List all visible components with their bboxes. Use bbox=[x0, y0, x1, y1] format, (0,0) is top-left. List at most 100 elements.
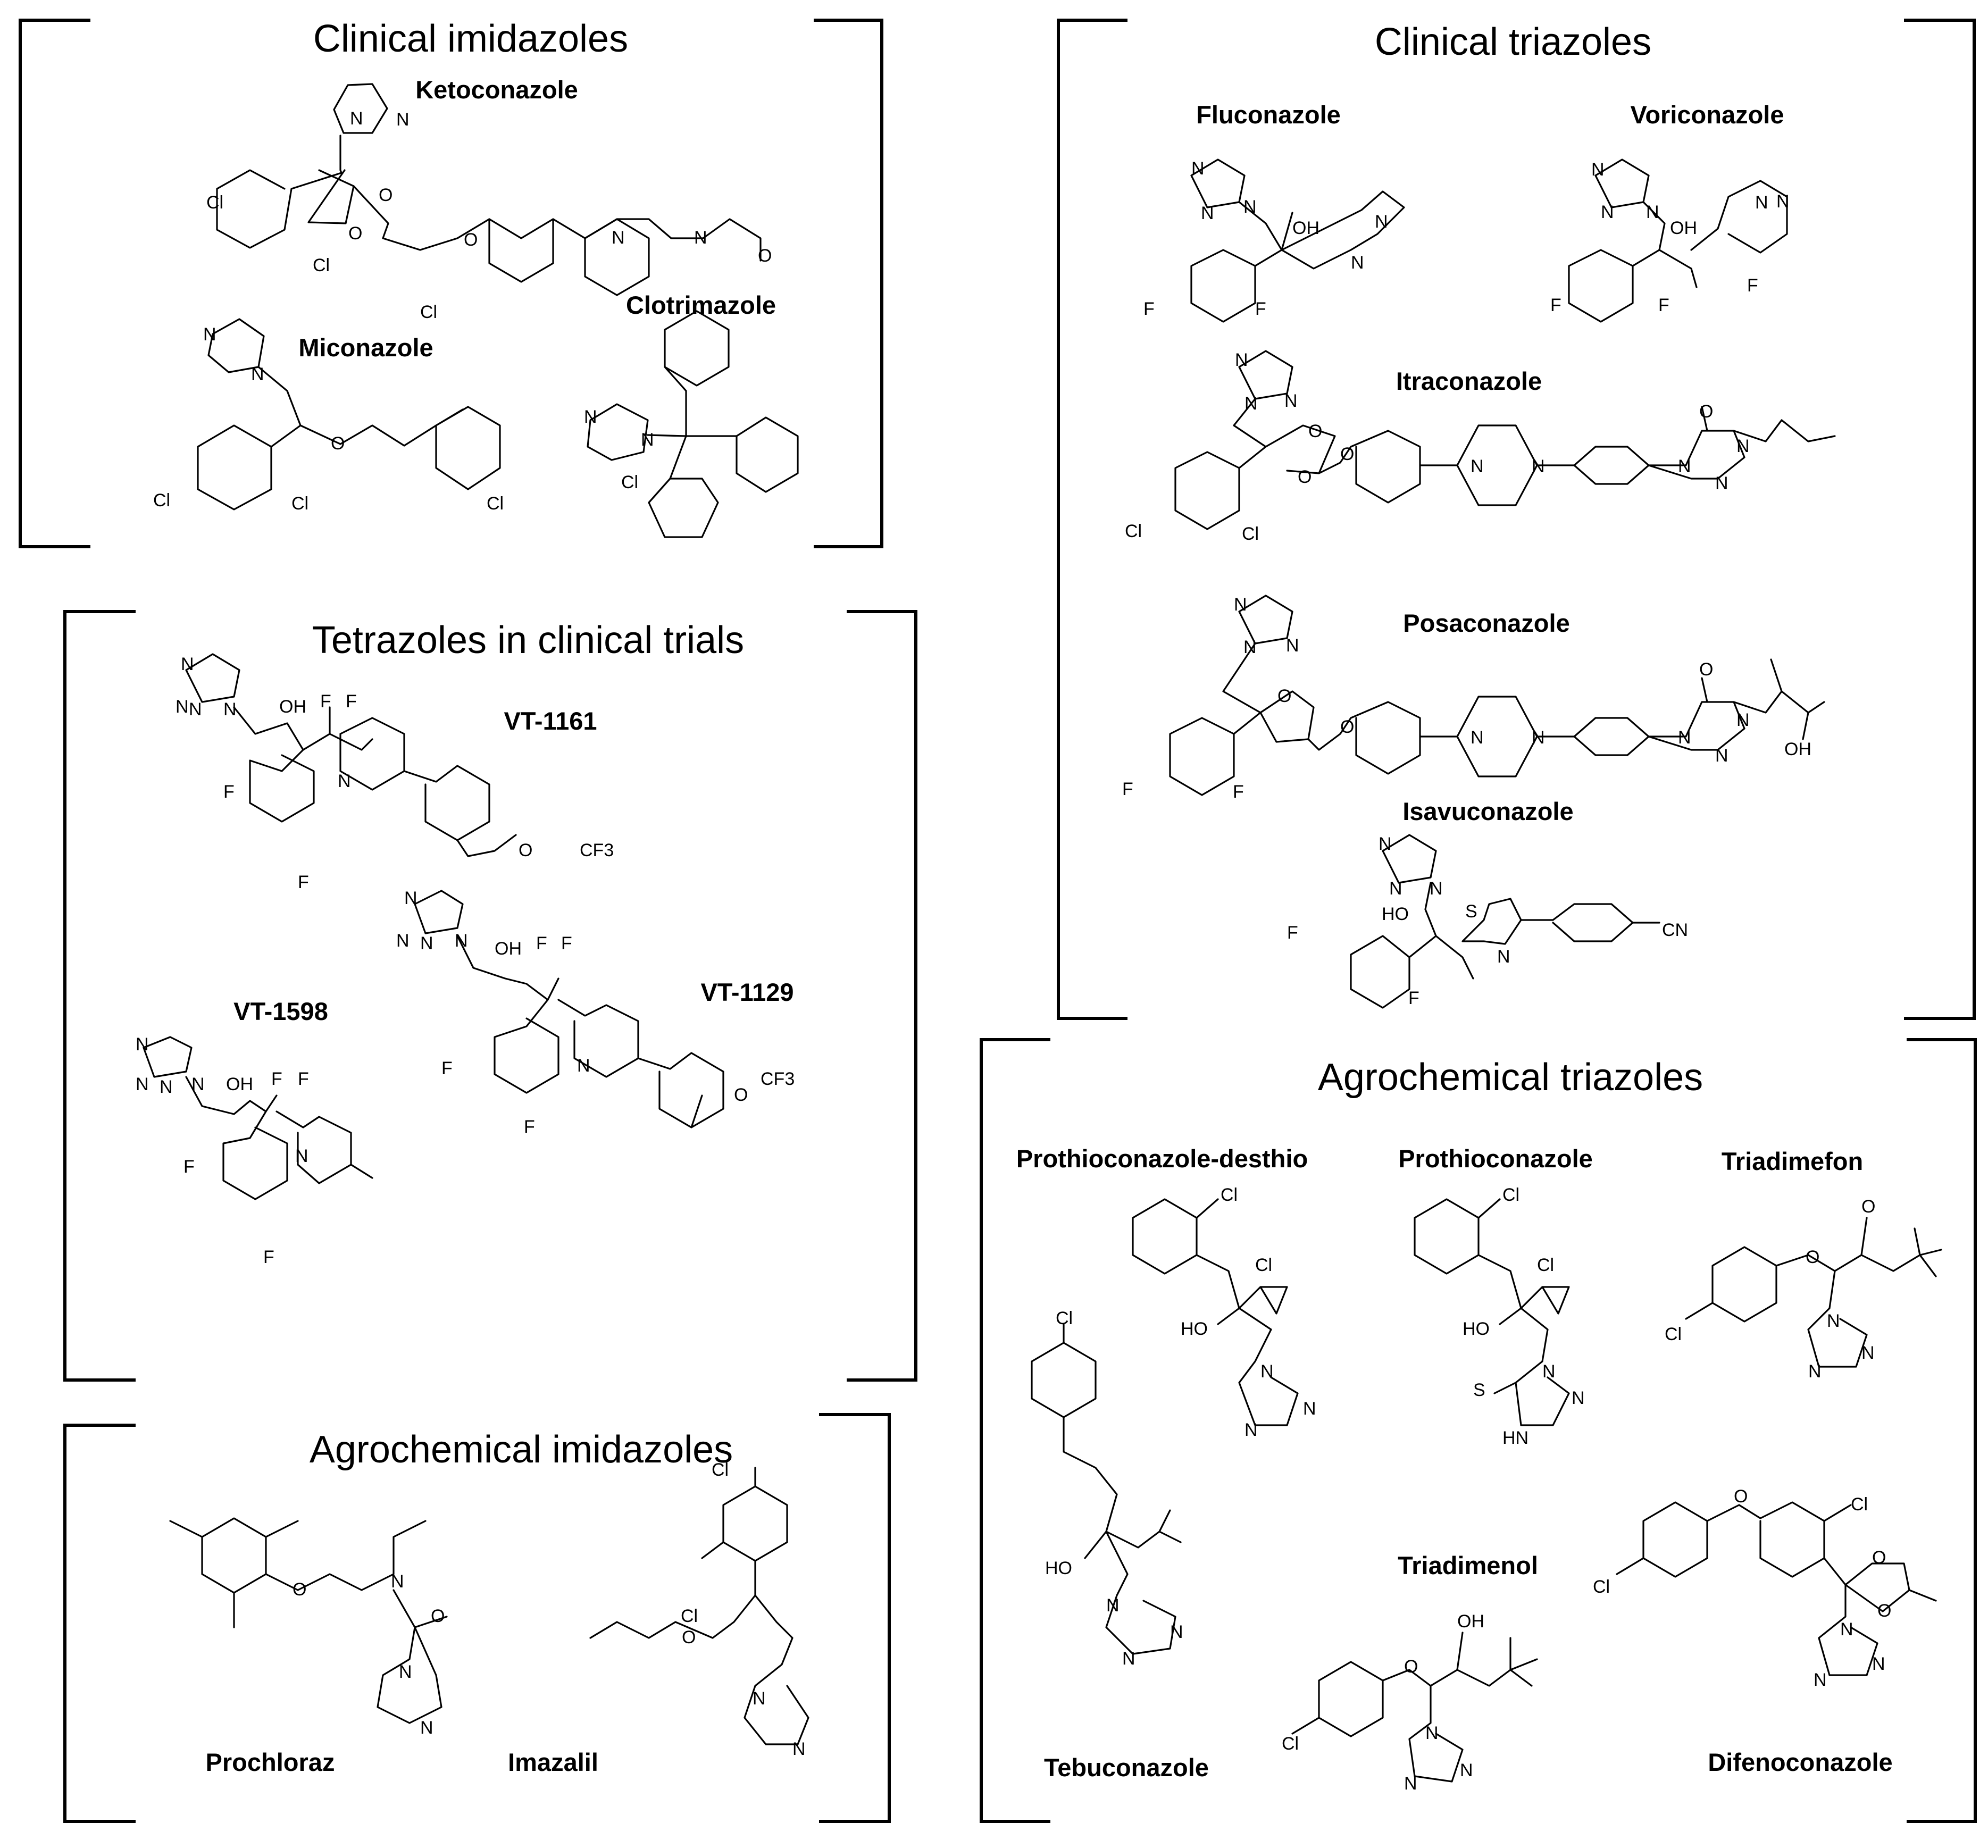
atom-label: N bbox=[181, 654, 194, 674]
structure-vt-1129 bbox=[414, 890, 724, 1128]
compound-name-posaconazole: Posaconazole bbox=[1403, 609, 1569, 637]
atom-label: O bbox=[682, 1627, 696, 1648]
atom-label: F bbox=[1550, 295, 1561, 315]
compound-name-clotrimazole: Clotrimazole bbox=[626, 291, 776, 319]
atom-label: N bbox=[391, 1571, 404, 1592]
atom-label: F bbox=[346, 691, 357, 712]
atom-label: O bbox=[1340, 717, 1354, 737]
bracket-agro-triazoles-right bbox=[1907, 1038, 1977, 1823]
atom-label: O bbox=[1277, 686, 1291, 706]
atom-label: O bbox=[1806, 1247, 1819, 1267]
atom-label: N bbox=[1284, 391, 1298, 411]
atom-label: N bbox=[1736, 436, 1750, 456]
atom-label: N bbox=[295, 1146, 308, 1166]
atom-label: Cl bbox=[1282, 1734, 1299, 1754]
atom-label: Cl bbox=[1125, 521, 1142, 541]
atom-label: N bbox=[136, 1034, 149, 1055]
atom-label: N bbox=[136, 1074, 149, 1094]
atom-label: Cl bbox=[313, 255, 330, 275]
atom-label: O bbox=[331, 433, 345, 454]
structure-vt-1598 bbox=[143, 1036, 373, 1200]
atom-label: N bbox=[1715, 473, 1728, 494]
atom-label: N bbox=[1244, 394, 1258, 414]
atom-label: Cl bbox=[1255, 1255, 1272, 1275]
atom-label: N bbox=[1736, 710, 1750, 730]
atom-label: Cl bbox=[1221, 1185, 1238, 1205]
atom-label: Cl bbox=[1242, 524, 1259, 544]
atom-label: CN bbox=[1662, 920, 1688, 940]
compound-name-prochloraz: Prochloraz bbox=[206, 1748, 335, 1776]
atom-label: OH bbox=[279, 697, 306, 717]
atom-label: N bbox=[1827, 1311, 1840, 1331]
compound-name-voriconazole: Voriconazole bbox=[1630, 101, 1784, 129]
group-title-clinical-triazoles: Clinical triazoles bbox=[1375, 21, 1651, 63]
atom-label: N bbox=[1430, 879, 1443, 899]
atom-label: N bbox=[1235, 350, 1248, 370]
atom-label: N bbox=[1471, 456, 1484, 476]
compound-name-vt-1598: VT-1598 bbox=[233, 997, 328, 1025]
atom-label: N bbox=[1808, 1361, 1822, 1382]
atom-label: O bbox=[1699, 402, 1713, 422]
atom-label: O bbox=[1699, 659, 1713, 680]
structure-clotrimazole bbox=[587, 310, 799, 538]
atom-label: O bbox=[1404, 1657, 1418, 1677]
atom-label: F bbox=[1658, 295, 1669, 315]
compound-name-triadimenol: Triadimenol bbox=[1398, 1551, 1538, 1579]
compound-name-imazalil: Imazalil bbox=[508, 1748, 598, 1776]
bracket-clinical-triazoles-right bbox=[1904, 19, 1976, 1020]
atom-label: O bbox=[348, 223, 362, 244]
atom-label: N bbox=[1776, 191, 1790, 212]
compound-name-vt-1161: VT-1161 bbox=[504, 707, 597, 735]
atom-label: Cl bbox=[1537, 1255, 1554, 1275]
atom-label: OH bbox=[1457, 1611, 1484, 1632]
structure-prochloraz bbox=[169, 1517, 448, 1724]
bracket-agro-imidazoles-right bbox=[819, 1413, 891, 1823]
atom-label: F bbox=[441, 1058, 453, 1078]
atom-label: N bbox=[1872, 1654, 1885, 1674]
atom-label: N bbox=[1201, 203, 1214, 223]
atom-label: OH bbox=[226, 1074, 253, 1094]
atom-label: F bbox=[1233, 782, 1244, 802]
atom-label: F bbox=[1255, 299, 1266, 319]
atom-label: N bbox=[420, 1718, 433, 1738]
atom-label: F bbox=[1143, 299, 1155, 319]
structure-vt-1161 bbox=[185, 653, 517, 857]
atom-label: N bbox=[1286, 635, 1299, 656]
atom-label: O bbox=[293, 1579, 306, 1600]
atom-label: N bbox=[1243, 637, 1257, 657]
atom-label: N bbox=[1191, 158, 1205, 179]
atom-label: O bbox=[1308, 421, 1322, 441]
structure-voriconazole bbox=[1568, 158, 1788, 323]
atom-label: N bbox=[1678, 456, 1691, 476]
atom-label: S bbox=[1465, 901, 1477, 922]
atom-label: N bbox=[1678, 728, 1691, 748]
atom-label: F bbox=[298, 1069, 309, 1089]
atom-label: F bbox=[223, 782, 235, 802]
compound-name-fluconazole: Fluconazole bbox=[1196, 101, 1341, 129]
structure-triadimenol bbox=[1291, 1632, 1538, 1783]
atom-label: N bbox=[1497, 947, 1510, 967]
atom-label: N bbox=[1572, 1388, 1585, 1408]
atom-label: N bbox=[1404, 1774, 1417, 1794]
atom-label: N bbox=[1814, 1670, 1827, 1690]
atom-label: F bbox=[561, 933, 572, 954]
atom-label: N bbox=[1591, 160, 1605, 180]
bracket-tetrazoles-right bbox=[847, 610, 917, 1382]
atom-label: O bbox=[464, 230, 478, 250]
atom-label: N bbox=[396, 110, 410, 130]
atom-label: N bbox=[1234, 595, 1247, 615]
bracket-agro-triazoles-left bbox=[980, 1038, 1050, 1823]
compound-name-triadimefon: Triadimefon bbox=[1722, 1147, 1863, 1175]
atom-label: N bbox=[1122, 1649, 1135, 1669]
structure-fluconazole bbox=[1190, 158, 1405, 323]
atom-label: O bbox=[758, 246, 772, 266]
atom-label: O bbox=[431, 1606, 445, 1626]
atom-label: N bbox=[203, 324, 216, 345]
atom-label: F bbox=[271, 1069, 282, 1089]
atom-label: O bbox=[1734, 1486, 1748, 1507]
bracket-clinical-imidazoles-right bbox=[814, 19, 883, 548]
atom-label: Cl bbox=[153, 490, 170, 511]
atom-label: O bbox=[1872, 1548, 1886, 1568]
atom-label: N bbox=[420, 933, 433, 954]
atom-label: N bbox=[1532, 728, 1545, 748]
